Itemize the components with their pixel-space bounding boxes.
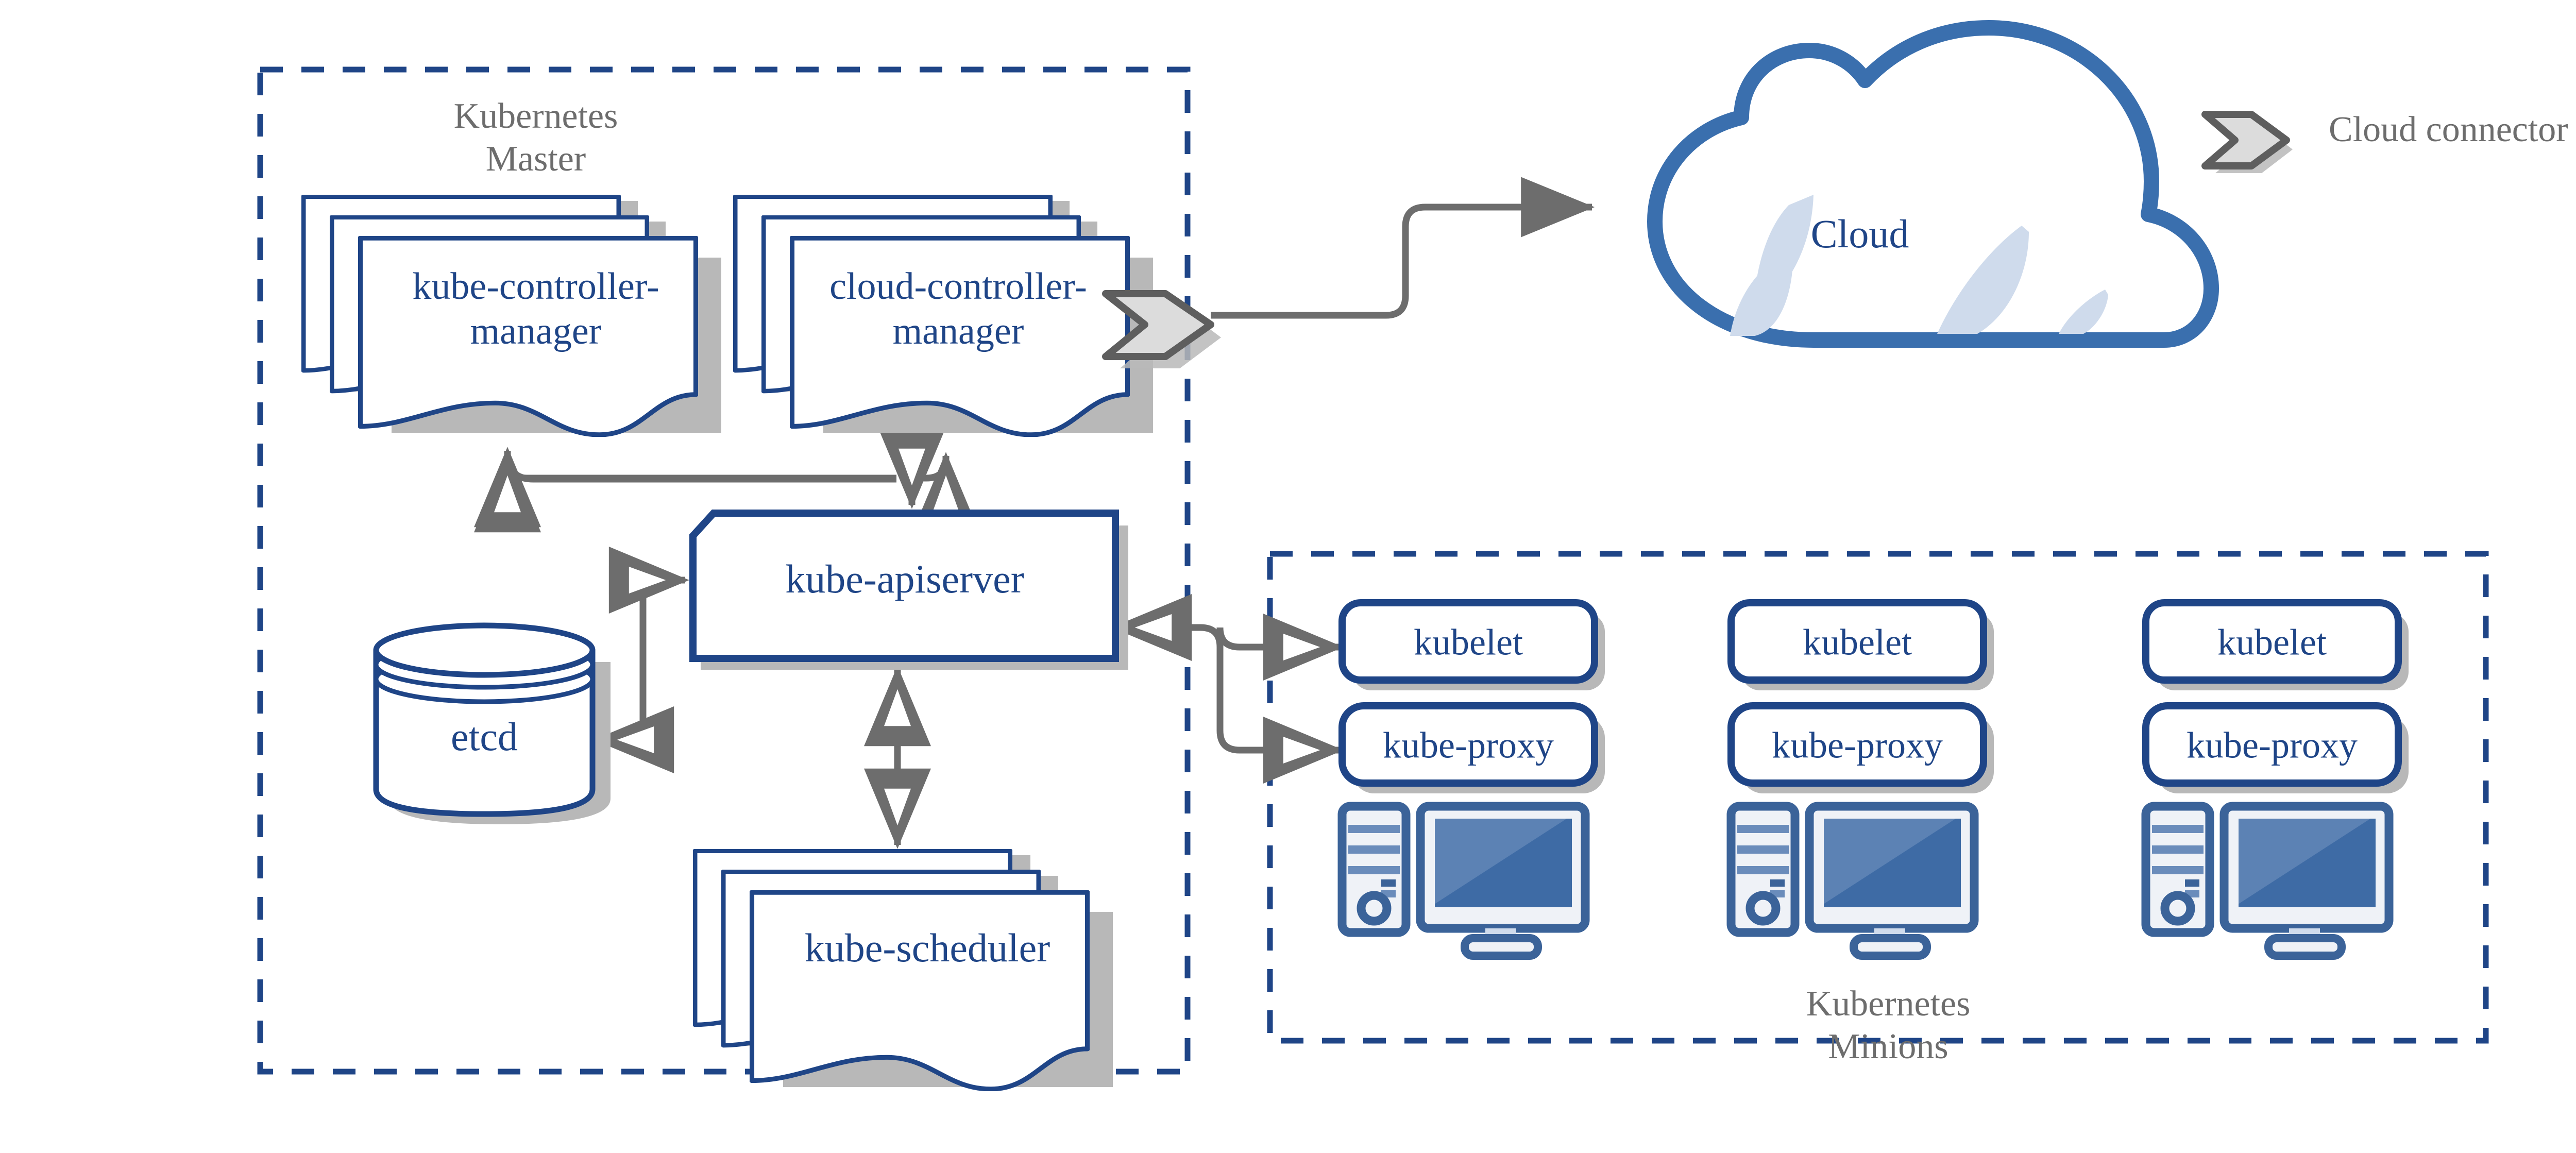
- node-kube-scheduler[interactable]: kube-scheduler: [695, 851, 1113, 1089]
- kube-proxy-box-1[interactable]: [1338, 702, 1598, 787]
- group-frame-minions: [1267, 551, 2489, 1044]
- node-cloud[interactable]: Cloud: [1647, 20, 2219, 348]
- kube-proxy-box-2[interactable]: [1727, 702, 1987, 787]
- kube-proxy-label-1: kube-proxy: [1383, 725, 1554, 766]
- minion-node-1[interactable]: kubelet kube-proxy: [1337, 599, 1605, 960]
- connector-etcd-apiserver: [594, 547, 689, 773]
- cloud-connector-icon-legend: [2201, 111, 2290, 169]
- node-label-kube-controller-manager-line2: manager: [470, 310, 602, 352]
- desktop-computer-icon-1: [1337, 802, 1590, 960]
- node-label-cloud-controller-manager-line2: manager: [893, 310, 1024, 352]
- group-label-minions-line1: Kubernetes: [1806, 984, 1971, 1024]
- node-label-kube-scheduler: kube-scheduler: [805, 925, 1050, 970]
- node-kube-apiserver[interactable]: kube-apiserver: [689, 510, 1128, 670]
- node-etcd[interactable]: etcd: [373, 622, 611, 824]
- minion-node-2[interactable]: kubelet kube-proxy: [1726, 599, 1994, 960]
- kubelet-label-3: kubelet: [2217, 622, 2327, 663]
- kubelet-box-3[interactable]: [2142, 599, 2402, 684]
- node-cloud-controller-manager[interactable]: cloud-controller- manager: [735, 197, 1153, 435]
- legend-cloud-connector: Cloud connector: [2201, 110, 2568, 173]
- node-label-cloud: Cloud: [1811, 211, 1909, 256]
- group-label-minions-line2: Minions: [1828, 1027, 1948, 1066]
- connector-cloudcontroller-to-cloud: [1211, 177, 1595, 319]
- kube-proxy-label-3: kube-proxy: [2187, 725, 2358, 766]
- node-kube-controller-manager[interactable]: kube-controller- manager: [303, 197, 721, 435]
- group-label-master-line1: Kubernetes: [454, 96, 618, 136]
- connector-apiserver-to-kubeproxy: [1216, 647, 1344, 784]
- connector-apiserver-to-kubelet: [1111, 594, 1344, 681]
- legend-label-cloud-connector: Cloud connector: [2329, 110, 2568, 149]
- desktop-computer-icon-2: [1726, 802, 1979, 960]
- connector-cloud-controller-to-bus: [907, 452, 979, 533]
- desktop-computer-icon-3: [2141, 802, 2394, 960]
- node-label-cloud-controller-manager-line1: cloud-controller-: [829, 265, 1087, 308]
- kubelet-label-2: kubelet: [1803, 622, 1912, 663]
- kubelet-box-2[interactable]: [1727, 599, 1987, 684]
- group-frame-master: [257, 66, 1191, 1075]
- node-label-kube-controller-manager-line1: kube-controller-: [412, 265, 659, 308]
- connector-bus-to-apiserver: [878, 428, 945, 509]
- cloud-connector-icon-ccm: [1102, 290, 1221, 368]
- group-label-master-line2: Master: [486, 139, 586, 179]
- node-label-kube-apiserver: kube-apiserver: [785, 556, 1024, 601]
- node-label-etcd: etcd: [451, 714, 518, 759]
- kube-proxy-label-2: kube-proxy: [1772, 725, 1943, 766]
- minion-node-3[interactable]: kubelet kube-proxy: [2141, 599, 2409, 960]
- connector-kube-controller-to-bus: [474, 452, 896, 533]
- kube-proxy-box-3[interactable]: [2142, 702, 2402, 787]
- kubelet-label-1: kubelet: [1414, 622, 1523, 663]
- kubelet-box-1[interactable]: [1338, 599, 1598, 684]
